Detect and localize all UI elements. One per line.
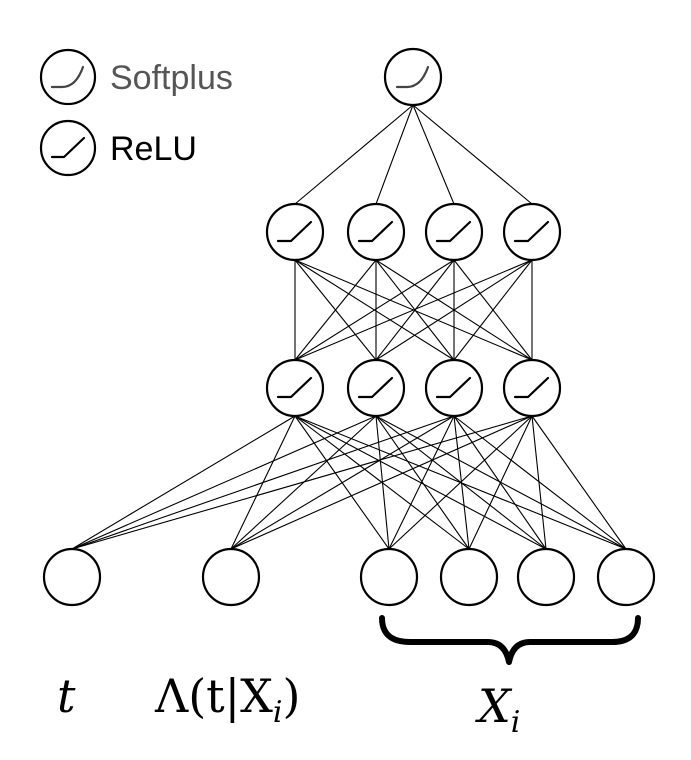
edge-hidden2-hidden1 — [375, 259, 533, 361]
relu-curve-icon — [276, 376, 313, 399]
label-cumulative-hazard: Λ(t|Xi) — [154, 669, 300, 730]
edge-hidden1-input — [453, 415, 627, 550]
relu-curve-icon — [513, 220, 550, 243]
legend-relu-symbol — [39, 119, 97, 177]
hidden-layer-2-node — [265, 202, 325, 262]
edge-hidden1-input — [388, 415, 455, 550]
edge-hidden1-input — [531, 415, 627, 550]
edge-hidden2-hidden1 — [453, 259, 533, 361]
network-edges — [71, 104, 627, 550]
input-node — [516, 547, 576, 607]
hidden-layer-1-node — [346, 358, 406, 418]
edge-hidden1-input — [531, 415, 547, 550]
legend-relu-label: ReLU — [110, 130, 197, 168]
edge-hidden1-input — [230, 415, 533, 550]
label-t: t — [57, 669, 76, 723]
relu-curve-icon — [513, 376, 550, 399]
edge-hidden1-input — [230, 415, 455, 550]
edge-hidden1-input — [71, 415, 455, 550]
edge-hidden1-input — [375, 415, 470, 550]
edge-hidden1-input — [468, 415, 533, 550]
softplus-curve-icon — [395, 65, 430, 89]
hidden-layer-2-node — [424, 202, 484, 262]
edge-hidden1-input — [71, 415, 377, 550]
input-node — [439, 547, 499, 607]
edge-hidden2-hidden1 — [294, 259, 377, 361]
input-group-brace — [379, 615, 641, 665]
input-node — [42, 547, 102, 607]
edge-output-hidden2 — [294, 104, 414, 205]
edge-hidden1-input — [294, 415, 547, 550]
edge-output-hidden2 — [412, 104, 455, 205]
input-node — [359, 547, 419, 607]
softplus-curve-icon — [50, 65, 85, 89]
input-node — [596, 547, 656, 607]
relu-curve-icon — [276, 220, 313, 243]
edge-output-hidden2 — [412, 104, 533, 205]
hidden-layer-2-node — [346, 202, 406, 262]
legend-softplus-label: Softplus — [110, 59, 233, 97]
hidden-layer-1-node — [424, 358, 484, 418]
edge-hidden2-hidden1 — [294, 259, 455, 361]
edge-hidden1-input — [71, 415, 533, 550]
hidden-layer-1-node — [265, 358, 325, 418]
edge-output-hidden2 — [375, 104, 414, 205]
legend: Softplus ReLU — [39, 48, 233, 177]
output-node — [383, 47, 443, 107]
relu-curve-icon — [435, 376, 472, 399]
edge-hidden1-input — [388, 415, 533, 550]
input-node — [201, 547, 261, 607]
hidden-layer-1-node — [502, 358, 562, 418]
legend-softplus-symbol — [39, 48, 97, 106]
hidden-layer-2-node — [502, 202, 562, 262]
relu-curve-icon — [50, 136, 86, 159]
network-nodes — [42, 47, 656, 607]
label-x-i: Xi — [475, 679, 520, 740]
edge-hidden2-hidden1 — [294, 259, 533, 361]
relu-curve-icon — [357, 376, 394, 399]
edge-hidden2-hidden1 — [375, 259, 455, 361]
relu-curve-icon — [435, 220, 472, 243]
edge-hidden1-input — [71, 415, 296, 550]
relu-curve-icon — [357, 220, 394, 243]
